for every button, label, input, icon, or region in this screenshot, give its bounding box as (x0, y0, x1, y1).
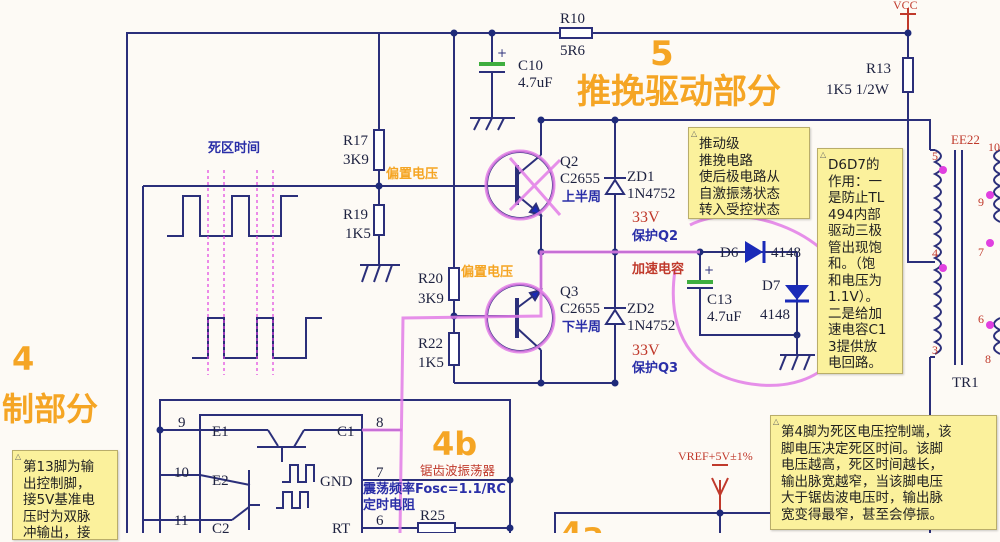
ic-pin-name: E2 (212, 473, 229, 489)
svg-text:+: + (497, 46, 507, 60)
tr1-pin: 7 (978, 245, 984, 259)
vref-symbol (711, 464, 729, 498)
q3-note: 下半周 (562, 319, 601, 335)
r19-value: 1K5 (345, 226, 371, 242)
tr1-core: EE22 (951, 132, 980, 147)
ic-pin-number: 8 (376, 415, 384, 431)
r22-name: R22 (418, 336, 443, 352)
q2-value: C2655 (560, 171, 600, 187)
zd2-zener-diode (604, 307, 626, 325)
dead-time-waveform (167, 170, 322, 375)
c13-value: 4.7uF (707, 309, 742, 325)
d7-diode (785, 285, 809, 303)
r13-name: R13 (866, 61, 891, 77)
ground-icons (360, 117, 815, 371)
vref-label: VREF+5V±1% (678, 449, 753, 463)
r17-resistor (373, 129, 385, 171)
note-d6d7: D6D7的 作用：一 是防止TL 494内部 驱动三极 管出现饱 和。（饱 和电… (817, 147, 903, 374)
r20-value: 3K9 (418, 291, 444, 307)
r20-resistor (448, 267, 460, 301)
zd2-value: 1N4752 (627, 318, 675, 334)
ic-pin-name: C2 (212, 521, 230, 533)
r20-name: R20 (418, 271, 443, 287)
r10-value: 5R6 (560, 43, 586, 59)
section-4b-number: 4b (432, 425, 477, 463)
q3-value: C2655 (560, 301, 600, 317)
zd2-voltage: 33V (632, 342, 660, 359)
oscillation-formula: 震荡频率Fosc=1.1/RC (362, 481, 506, 497)
tr1-pin: 9 (978, 195, 984, 209)
note-pin4-dead-time: 第4脚为死区电压控制端，该 脚电压决定死区时间。该脚 电压越高，死区时间越长， … (770, 414, 997, 530)
section-4a-number: 4a (560, 515, 604, 533)
zd1-name: ZD1 (627, 169, 655, 185)
r10-name: R10 (560, 11, 585, 27)
r13-value: 1K5 1/2W (826, 82, 890, 98)
tr1-pin: 8 (985, 352, 991, 366)
section-5-title: 推挽驱动部分 (577, 72, 781, 112)
ic-pin-name: RT (332, 521, 350, 533)
r10-resistor (559, 27, 593, 39)
r13-resistor (902, 57, 914, 93)
r25-name: R25 (420, 508, 445, 524)
tr1-pin: 3 (932, 343, 938, 357)
r19-resistor (373, 204, 385, 236)
tr1-pin: 10 (988, 140, 1000, 154)
tr1-pin: 5 (932, 149, 938, 163)
section-4-number: 4 (12, 340, 34, 378)
section-5-number: 5 (650, 34, 674, 74)
d6-name: D6 (720, 245, 739, 261)
r19-name: R19 (343, 207, 368, 223)
section-4-title: 制部分 (2, 390, 98, 428)
d6-value: 4148 (771, 245, 801, 261)
bias-label-1: 偏置电压 (386, 166, 438, 182)
zd2-name: ZD2 (627, 301, 655, 317)
r25-resistor (417, 522, 456, 533)
zd1-zener-diode (604, 177, 626, 195)
r22-value: 1K5 (418, 355, 444, 371)
tr1-pin: 4 (932, 246, 938, 260)
zd2-note: 保护Q3 (631, 360, 678, 376)
bias-label-2: 偏置电压 (461, 264, 513, 280)
ic-pin-number: 6 (376, 513, 384, 529)
ic-pin-number: 7 (376, 465, 384, 481)
zd1-voltage: 33V (632, 209, 660, 226)
vcc-label: VCC (893, 0, 918, 12)
r17-name: R17 (343, 133, 369, 149)
svg-text:+: + (704, 263, 714, 277)
d7-value: 4148 (760, 307, 790, 323)
timing-resistor-label: 定时电阻 (362, 497, 415, 513)
note-push-pull: 推动级 推挽电路 使后极电路从 自激振荡状态 转入受控状态 (688, 126, 810, 219)
c13-note: 加速电容 (631, 261, 684, 276)
c10-value: 4.7uF (518, 75, 553, 91)
q2-note: 上半周 (562, 189, 601, 205)
zd1-value: 1N4752 (627, 186, 675, 202)
c13-name: C13 (707, 292, 732, 308)
d7-name: D7 (762, 278, 781, 294)
note-pin13: 第13脚为输 出控制脚， 接5V基准电 压时为双脉 冲输出，接 (12, 449, 118, 541)
c13-capacitor: + (687, 263, 714, 289)
ic-pin-number: 10 (174, 465, 189, 481)
r17-value: 3K9 (343, 152, 369, 168)
d6-diode (745, 241, 766, 263)
tr1-name: TR1 (952, 375, 979, 391)
dead-time-label: 死区时间 (208, 140, 260, 156)
c10-capacitor: + (479, 46, 507, 73)
ic-pin-number: 9 (178, 415, 186, 431)
q2-name: Q2 (560, 154, 578, 170)
ic-pin-name: GND (320, 474, 353, 490)
tr1-pin: 6 (978, 312, 984, 326)
section-4b-subtitle: 锯齿波振荡器 (420, 463, 496, 478)
zd1-note: 保护Q2 (631, 228, 678, 244)
ic-pin-name: E1 (212, 424, 229, 440)
winding-dots (939, 166, 994, 329)
ic-pin-number: 11 (174, 513, 188, 529)
q3-name: Q3 (560, 284, 578, 300)
resistors (373, 27, 914, 533)
r22-resistor (448, 332, 460, 366)
ic-pin-name: C1 (337, 424, 355, 440)
c10-name: C10 (518, 58, 543, 74)
tl494-output-block (199, 414, 363, 533)
